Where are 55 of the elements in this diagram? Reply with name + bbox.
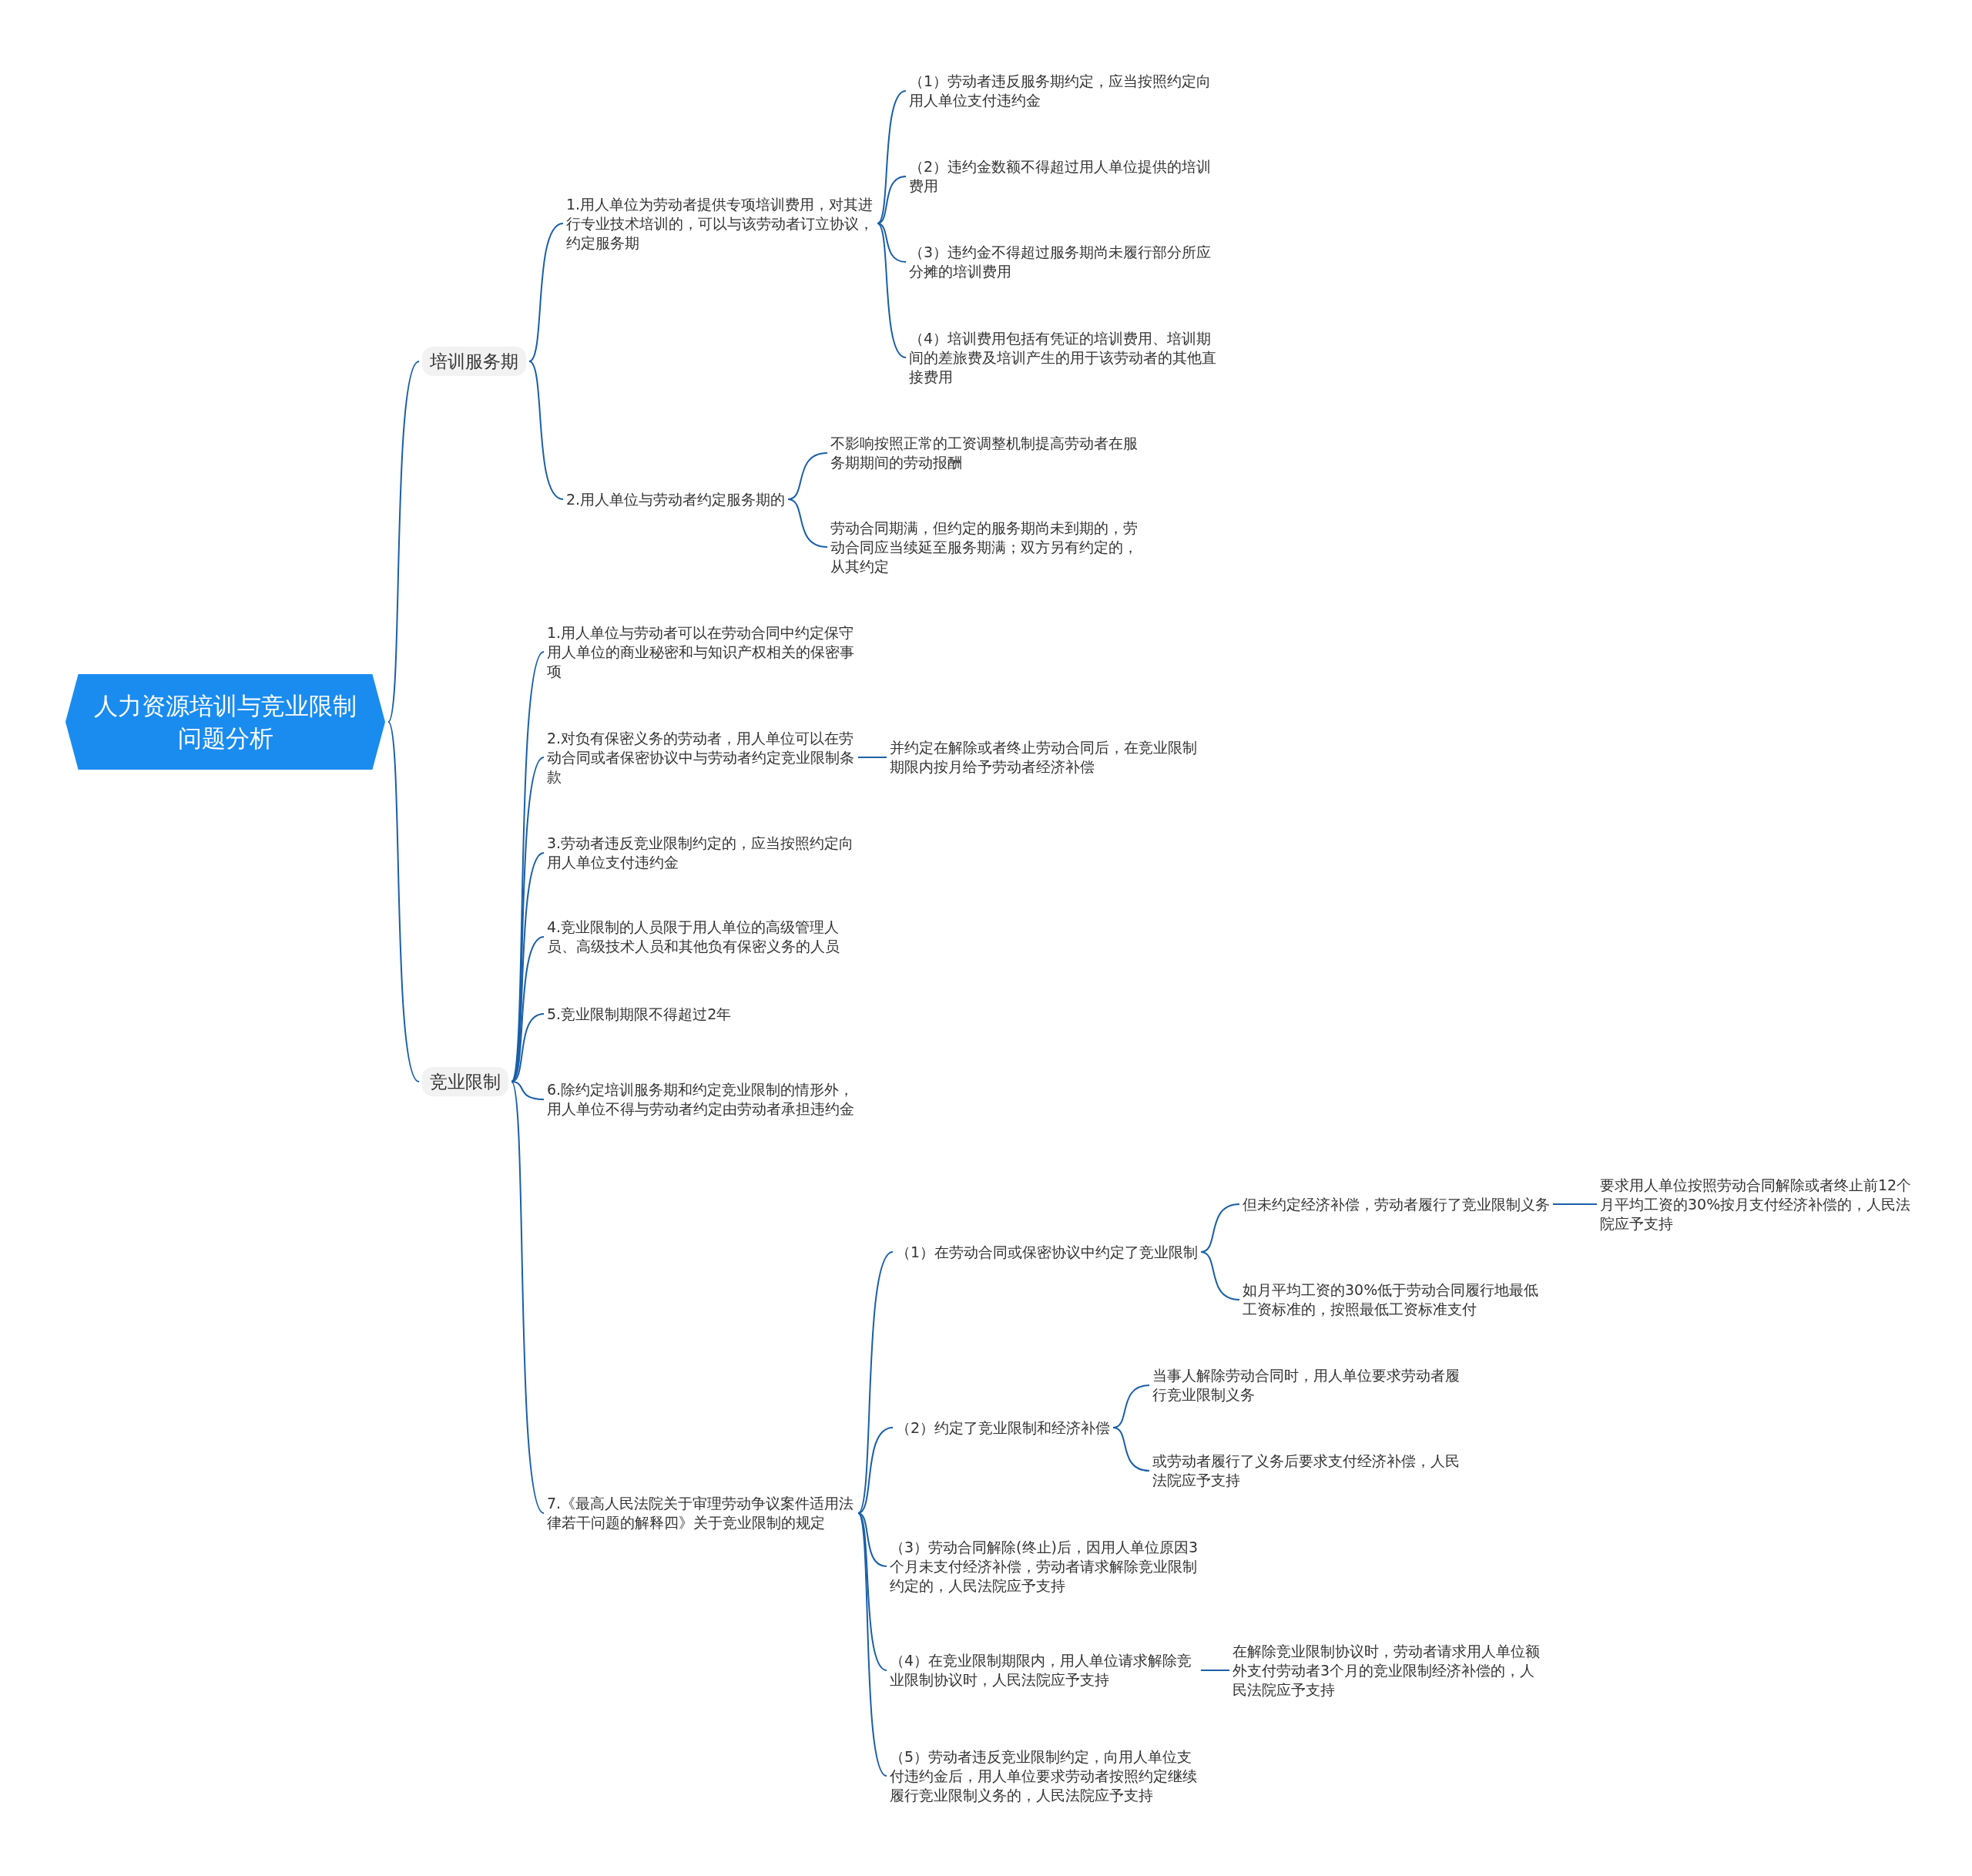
connector-line: [857, 1427, 894, 1514]
connector-line: [387, 721, 420, 1082]
topic-text: （4）培训费用包括有凭证的培训费用、培训期间的差旅费及培训产生的用于该劳动者的其他直接费用: [909, 328, 1221, 387]
connector-line: [528, 361, 564, 500]
connector-line: [511, 1013, 545, 1082]
connector-line: [857, 1512, 887, 1671]
connector-line: [528, 223, 564, 362]
connector-line: [387, 361, 420, 723]
topic-text: （3）劳动合同解除(终止)后，因用人单位原因3个月未支付经济补偿，劳动者请求解除竞业限制约定的，人民法院应予支持: [890, 1537, 1198, 1596]
connector-line: [877, 90, 907, 224]
connector-line: [877, 176, 907, 224]
topic-text: 并约定在解除或者终止劳动合同后，在竞业限制期限内按月给予劳动者经济补偿: [890, 738, 1206, 777]
connector-line: [511, 852, 545, 1082]
topic-label: 培训服务期: [422, 347, 526, 376]
connector-line: [1552, 1203, 1598, 1205]
topic-text: （5）劳动者违反竞业限制约定，向用人单位支付违约金后，用人单位要求劳动者按照约定继续履行竞业限制义务的，人民法院应予支持: [890, 1747, 1202, 1805]
topic-text: 3.劳动者违反竞业限制约定的，应当按照约定向用人单位支付违约金: [547, 834, 855, 872]
connector-line: [1200, 1670, 1230, 1671]
topic-text: 但未约定经济补偿，劳动者履行了竞业限制义务: [1243, 1194, 1550, 1214]
central-topic-box: 人力资源培训与竞业限制问题分析: [65, 674, 385, 770]
connector-line: [857, 1512, 887, 1567]
topic-text: 劳动合同期满，但约定的服务期尚未到期的，劳动合同应当续延至服务期满；双方另有约定的，从其约定: [830, 518, 1139, 576]
topic-label: 竞业限制: [422, 1067, 508, 1096]
topic-text: （1）劳动者违反服务期约定，应当按照约定向用人单位支付违约金: [909, 72, 1217, 110]
connector-line: [1112, 1427, 1150, 1472]
connector-line: [511, 1081, 545, 1514]
connector-line: [787, 498, 828, 548]
connector-line: [511, 651, 545, 1082]
topic-text: 当事人解除劳动合同时，用人单位要求劳动者履行竞业限制义务: [1152, 1366, 1461, 1404]
connector-line: [857, 1251, 894, 1514]
connector-line: [877, 223, 907, 358]
connector-line: [511, 936, 545, 1082]
topic-text: 如月平均工资的30%低于劳动合同履行地最低工资标准的，按照最低工资标准支付: [1243, 1280, 1551, 1319]
topic-text: 2.用人单位与劳动者约定服务期的: [566, 489, 786, 509]
topic-text: 1.用人单位为劳动者提供专项培训费用，对其进行专业技术培训的，可以与该劳动者订立协议，约定服务期: [566, 194, 874, 253]
topic-text: （1）在劳动合同或保密协议中约定了竞业限制: [896, 1242, 1199, 1262]
topic-text: 7.《最高人民法院关于审理劳动争议案件适用法律若干问题的解释四》关于竞业限制的规定: [547, 1494, 855, 1532]
connector-line: [1200, 1251, 1240, 1300]
topic-text: 1.用人单位与劳动者可以在劳动合同中约定保守用人单位的商业秘密和与知识产权相关的保密事项: [547, 623, 855, 681]
topic-text: 不影响按照正常的工资调整机制提高劳动者在服务期期间的劳动报酬: [830, 434, 1139, 472]
connector-line: [511, 1081, 545, 1100]
connector-line: [857, 1512, 887, 1777]
topic-text: 在解除竞业限制协议时，劳动者请求用人单位额外支付劳动者3个月的竞业限制经济补偿的，人民法院应予支持: [1232, 1641, 1541, 1700]
topic-text: （2）约定了竞业限制和经济补偿: [896, 1418, 1111, 1438]
topic-text: 或劳动者履行了义务后要求支付经济补偿，人民法院应予支持: [1152, 1451, 1461, 1490]
topic-text: （2）违约金数额不得超过用人单位提供的培训费用: [909, 157, 1217, 196]
topic-text: 2.对负有保密义务的劳动者，用人单位可以在劳动合同或者保密协议中与劳动者约定竞业限制条款: [547, 728, 855, 787]
topic-text: 4.竞业限制的人员限于用人单位的高级管理人员、高级技术人员和其他负有保密义务的人员: [547, 918, 855, 956]
topic-text: 5.竞业限制期限不得超过2年: [547, 1004, 732, 1024]
topic-text: 6.除约定培训服务期和约定竞业限制的情形外，用人单位不得与劳动者约定由劳动者承担违约金: [547, 1080, 855, 1119]
topic-text: （4）在竞业限制期限内，用人单位请求解除竞业限制协议时，人民法院应予支持: [890, 1651, 1198, 1690]
topic-text: （3）违约金不得超过服务期尚未履行部分所应分摊的培训费用: [909, 243, 1217, 281]
topic-text: 要求用人单位按照劳动合同解除或者终止前12个月平均工资的30%按月支付经济补偿的，人民法院应予支持: [1600, 1175, 1912, 1233]
connector-line: [857, 757, 887, 758]
connector-line: [877, 223, 907, 263]
